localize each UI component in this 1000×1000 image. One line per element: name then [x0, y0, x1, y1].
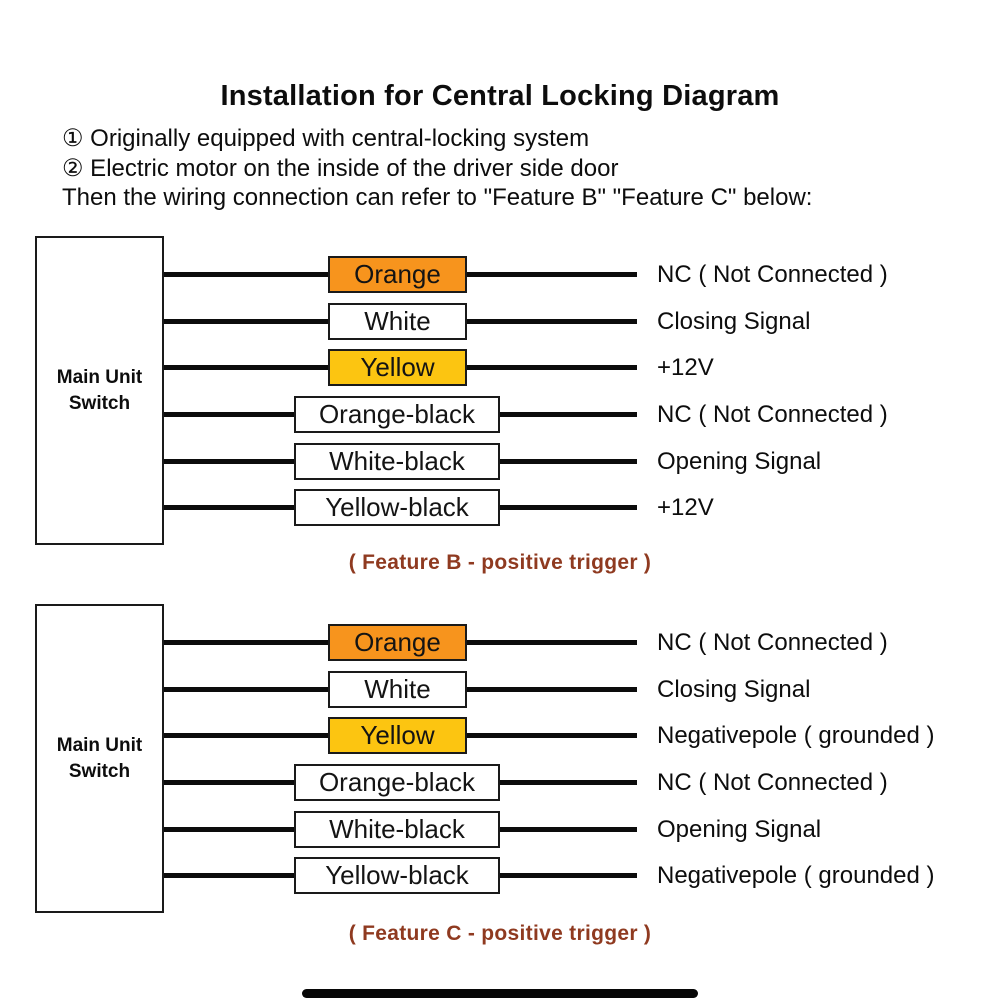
main-unit-switch-box: Main Unit Switch	[35, 604, 164, 913]
note-line-2: ② Electric motor on the inside of the dr…	[62, 154, 619, 182]
wire-function-label: NC ( Not Connected )	[657, 401, 888, 428]
page-title: Installation for Central Locking Diagram	[220, 80, 780, 112]
wire-function-label: Negativepole ( grounded )	[657, 722, 935, 749]
feature-b-diagram: Main Unit Switch Orange NC ( Not Connect…	[0, 236, 1000, 546]
wire-function-label: NC ( Not Connected )	[657, 769, 888, 796]
wire-color-label: White	[328, 303, 467, 340]
wire-row-white: White Closing Signal	[0, 303, 1000, 341]
wire-row-yellow-black: Yellow-black Negativepole ( grounded )	[0, 857, 1000, 895]
wire-color-label: Yellow	[328, 717, 467, 754]
wire-row-orange-black: Orange-black NC ( Not Connected )	[0, 396, 1000, 434]
wire-function-label: +12V	[657, 354, 714, 381]
wire-color-label: Yellow-black	[294, 857, 500, 894]
main-unit-switch-box: Main Unit Switch	[35, 236, 164, 545]
feature-c-caption: ( Feature C - positive trigger )	[348, 922, 652, 945]
wire-color-label: White-black	[294, 811, 500, 848]
wire-row-white-black: White-black Opening Signal	[0, 443, 1000, 481]
wire-row-white: White Closing Signal	[0, 671, 1000, 709]
main-unit-label-line1: Main Unit	[56, 734, 143, 756]
wire-color-label: Yellow-black	[294, 489, 500, 526]
feature-c-diagram: Main Unit Switch Orange NC ( Not Connect…	[0, 604, 1000, 914]
wire-row-orange: Orange NC ( Not Connected )	[0, 624, 1000, 662]
wire-row-yellow: Yellow +12V	[0, 349, 1000, 387]
note-line-1: ① Originally equipped with central-locki…	[62, 125, 590, 152]
wire-function-label: Opening Signal	[657, 448, 822, 475]
wire-function-label: Opening Signal	[657, 816, 822, 843]
wire-function-label: NC ( Not Connected )	[657, 629, 888, 656]
wire-color-label: Yellow	[328, 349, 467, 386]
wire-row-white-black: White-black Opening Signal	[0, 811, 1000, 849]
wire-row-orange-black: Orange-black NC ( Not Connected )	[0, 764, 1000, 802]
note-line-3: Then the wiring connection can refer to …	[62, 184, 813, 211]
wire-color-label: White	[328, 671, 467, 708]
feature-b-caption: ( Feature B - positive trigger )	[348, 551, 652, 574]
wire-function-label: +12V	[657, 494, 714, 521]
wire-function-label: Negativepole ( grounded )	[657, 862, 935, 889]
wire-function-label: Closing Signal	[657, 308, 811, 335]
wire-color-label: Orange-black	[294, 764, 500, 801]
wire-function-label: Closing Signal	[657, 676, 811, 703]
main-unit-label-line2: Switch	[68, 392, 131, 414]
main-unit-label-line2: Switch	[68, 760, 131, 782]
main-unit-label-line1: Main Unit	[56, 366, 143, 388]
instruction-notes: ① Originally equipped with central-locki…	[62, 124, 812, 213]
wire-color-label: Orange	[328, 256, 467, 293]
wire-row-yellow: Yellow Negativepole ( grounded )	[0, 717, 1000, 755]
wire-color-label: White-black	[294, 443, 500, 480]
wire-color-label: Orange	[328, 624, 467, 661]
wire-color-label: Orange-black	[294, 396, 500, 433]
home-indicator-bar	[302, 989, 698, 998]
wire-row-orange: Orange NC ( Not Connected )	[0, 256, 1000, 294]
wire-row-yellow-black: Yellow-black +12V	[0, 489, 1000, 527]
wire-function-label: NC ( Not Connected )	[657, 261, 888, 288]
